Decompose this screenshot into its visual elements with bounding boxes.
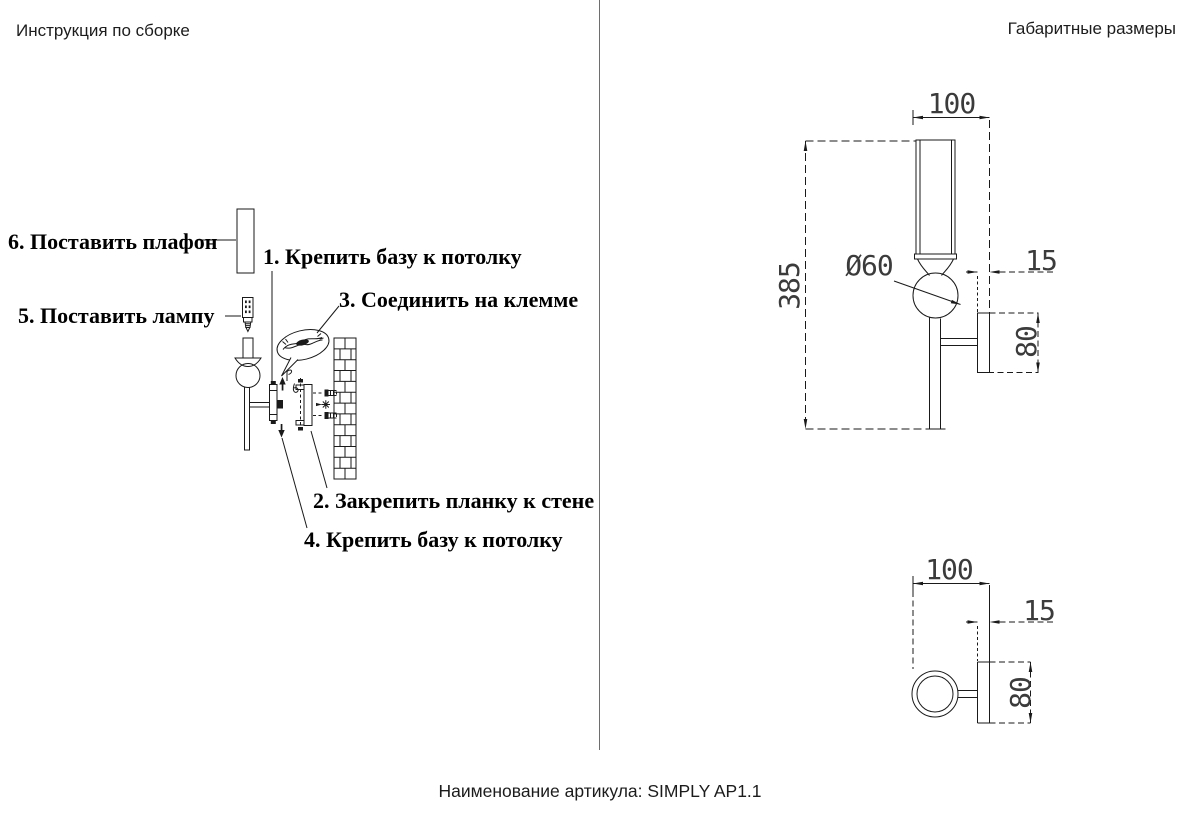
leader-step4 xyxy=(281,437,308,529)
mounting-bracket-icon xyxy=(295,378,313,432)
step-label-6: 6. Поставить плафон xyxy=(8,229,218,254)
side-view-drawing xyxy=(803,110,1054,430)
step-label-5: 5. Поставить лампу xyxy=(18,303,215,328)
wall-plate-outline xyxy=(977,312,1039,373)
step-label-3: 3. Соединить на клемме xyxy=(339,287,579,312)
wire-p-icon xyxy=(286,369,293,381)
rod-outline xyxy=(929,317,941,430)
down-arrow-icon xyxy=(278,424,285,438)
left-section-title: Инструкция по сборке xyxy=(16,21,190,40)
base-plate-icon xyxy=(269,381,283,424)
wall-lamp-icon xyxy=(234,337,270,451)
brick-wall-icon xyxy=(333,337,357,480)
speech-bubble-icon xyxy=(276,329,330,377)
step-label-4: 4. Крепить базу к потолку xyxy=(304,527,563,552)
wire-b-icon xyxy=(292,383,299,393)
up-arrow-icon xyxy=(279,377,286,391)
shade-icon xyxy=(236,208,255,274)
shade-top-outline xyxy=(911,670,959,718)
cylinder-shade-outline xyxy=(914,139,957,276)
wire-clamp-illustration xyxy=(282,333,324,350)
right-section-title: Габаритные размеры xyxy=(1007,19,1176,38)
assembly-diagram xyxy=(198,208,357,529)
bulb-icon xyxy=(242,297,254,333)
arm-top-outline xyxy=(957,690,978,698)
dim-side-height: 385 xyxy=(773,262,806,310)
section-divider xyxy=(599,0,600,750)
arm-outline xyxy=(940,338,978,346)
dim-sphere-diameter: Ø60 xyxy=(845,249,894,282)
step-label-2: 2. Закрепить планку к стене xyxy=(313,488,595,513)
dim-side-offset: 15 xyxy=(1025,244,1058,277)
dim-side-width: 100 xyxy=(927,87,977,120)
dim-top-offset: 15 xyxy=(1023,594,1056,627)
article-name-label: Наименование артикула: SIMPLY AP1.1 xyxy=(438,781,762,801)
wall-screws-icon xyxy=(313,389,337,419)
dim-top-plate-height: 80 xyxy=(1004,677,1037,709)
wall-plate-top-outline xyxy=(977,661,1031,724)
dim-top-width: 100 xyxy=(925,553,974,586)
top-view-drawing xyxy=(911,576,1055,724)
leader-step2 xyxy=(310,430,328,489)
leader-step3 xyxy=(316,305,340,334)
diameter-leader xyxy=(893,280,961,305)
dim-side-plate-height: 80 xyxy=(1010,326,1043,358)
step-label-1: 1. Крепить базу к потолку xyxy=(263,244,522,269)
sphere-outline xyxy=(912,272,959,319)
